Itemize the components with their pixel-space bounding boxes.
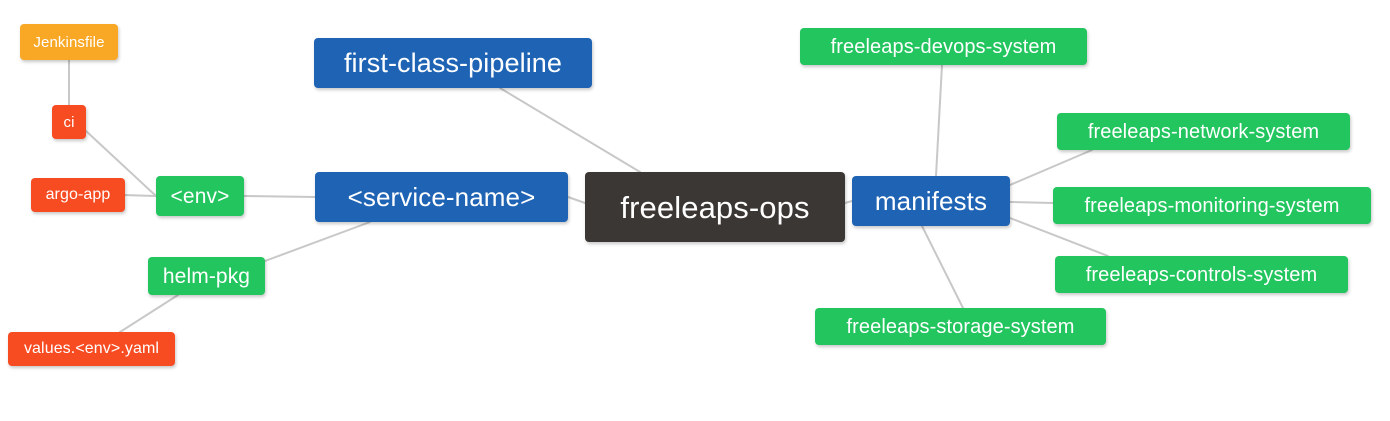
mindmap-node-values-yaml[interactable]: values.<env>.yaml: [8, 332, 175, 366]
edge-ops-manifests: [844, 200, 853, 204]
mindmap-node-freeleaps-monitoring-system[interactable]: freeleaps-monitoring-system: [1053, 187, 1371, 224]
mindmap-node-freeleaps-network-system[interactable]: freeleaps-network-system: [1057, 113, 1350, 150]
mindmap-node-freeleaps-storage-system[interactable]: freeleaps-storage-system: [815, 308, 1106, 345]
mindmap-node-freeleaps-ops[interactable]: freeleaps-ops: [585, 172, 845, 242]
mindmap-node-label: <env>: [170, 184, 230, 208]
mindmap-node-freeleaps-devops-system[interactable]: freeleaps-devops-system: [800, 28, 1087, 65]
mindmap-node-label: Jenkinsfile: [33, 33, 105, 51]
edge-fcp-ops: [499, 87, 641, 173]
mindmap-node-label: freeleaps-network-system: [1087, 120, 1320, 143]
edge-manifests-devops: [935, 64, 943, 177]
mindmap-node-service-name[interactable]: <service-name>: [315, 172, 568, 222]
edge-values-helmpkg: [119, 294, 179, 333]
edge-servicename-ops: [567, 196, 586, 204]
mindmap-node-label: ci: [63, 113, 75, 131]
edge-env-servicename: [243, 195, 316, 198]
mindmap-node-manifests[interactable]: manifests: [852, 176, 1010, 226]
mindmap-node-label: <service-name>: [347, 182, 536, 212]
edge-manifests-monitoring: [1009, 201, 1054, 204]
mindmap-node-jenkinsfile[interactable]: Jenkinsfile: [20, 24, 118, 60]
mindmap-node-label: argo-app: [45, 186, 111, 203]
mindmap-node-freeleaps-controls-system[interactable]: freeleaps-controls-system: [1055, 256, 1348, 293]
edge-argoapp-env: [124, 194, 157, 197]
mindmap-node-helm-pkg[interactable]: helm-pkg: [148, 257, 265, 295]
mindmap-node-label: freeleaps-controls-system: [1085, 263, 1318, 286]
edge-manifests-storage: [921, 225, 964, 309]
mindmap-node-label: helm-pkg: [162, 264, 251, 288]
mindmap-node-label: freeleaps-monitoring-system: [1084, 194, 1340, 217]
mindmap-node-ci[interactable]: ci: [52, 105, 86, 139]
mindmap-node-label: freeleaps-ops: [620, 189, 810, 225]
mindmap-node-label: freeleaps-storage-system: [846, 315, 1075, 338]
mindmap-node-env[interactable]: <env>: [156, 176, 244, 216]
edge-helmpkg-servicename: [264, 221, 371, 262]
edge-manifests-network: [1009, 149, 1093, 186]
mindmap-node-label: values.<env>.yaml: [23, 340, 160, 357]
mindmap-node-first-class-pipeline[interactable]: first-class-pipeline: [314, 38, 592, 88]
mindmap-node-label: manifests: [874, 186, 988, 216]
mindmap-node-argo-app[interactable]: argo-app: [31, 178, 125, 212]
mindmap-node-label: freeleaps-devops-system: [830, 35, 1057, 58]
mindmap-node-label: first-class-pipeline: [343, 47, 563, 78]
